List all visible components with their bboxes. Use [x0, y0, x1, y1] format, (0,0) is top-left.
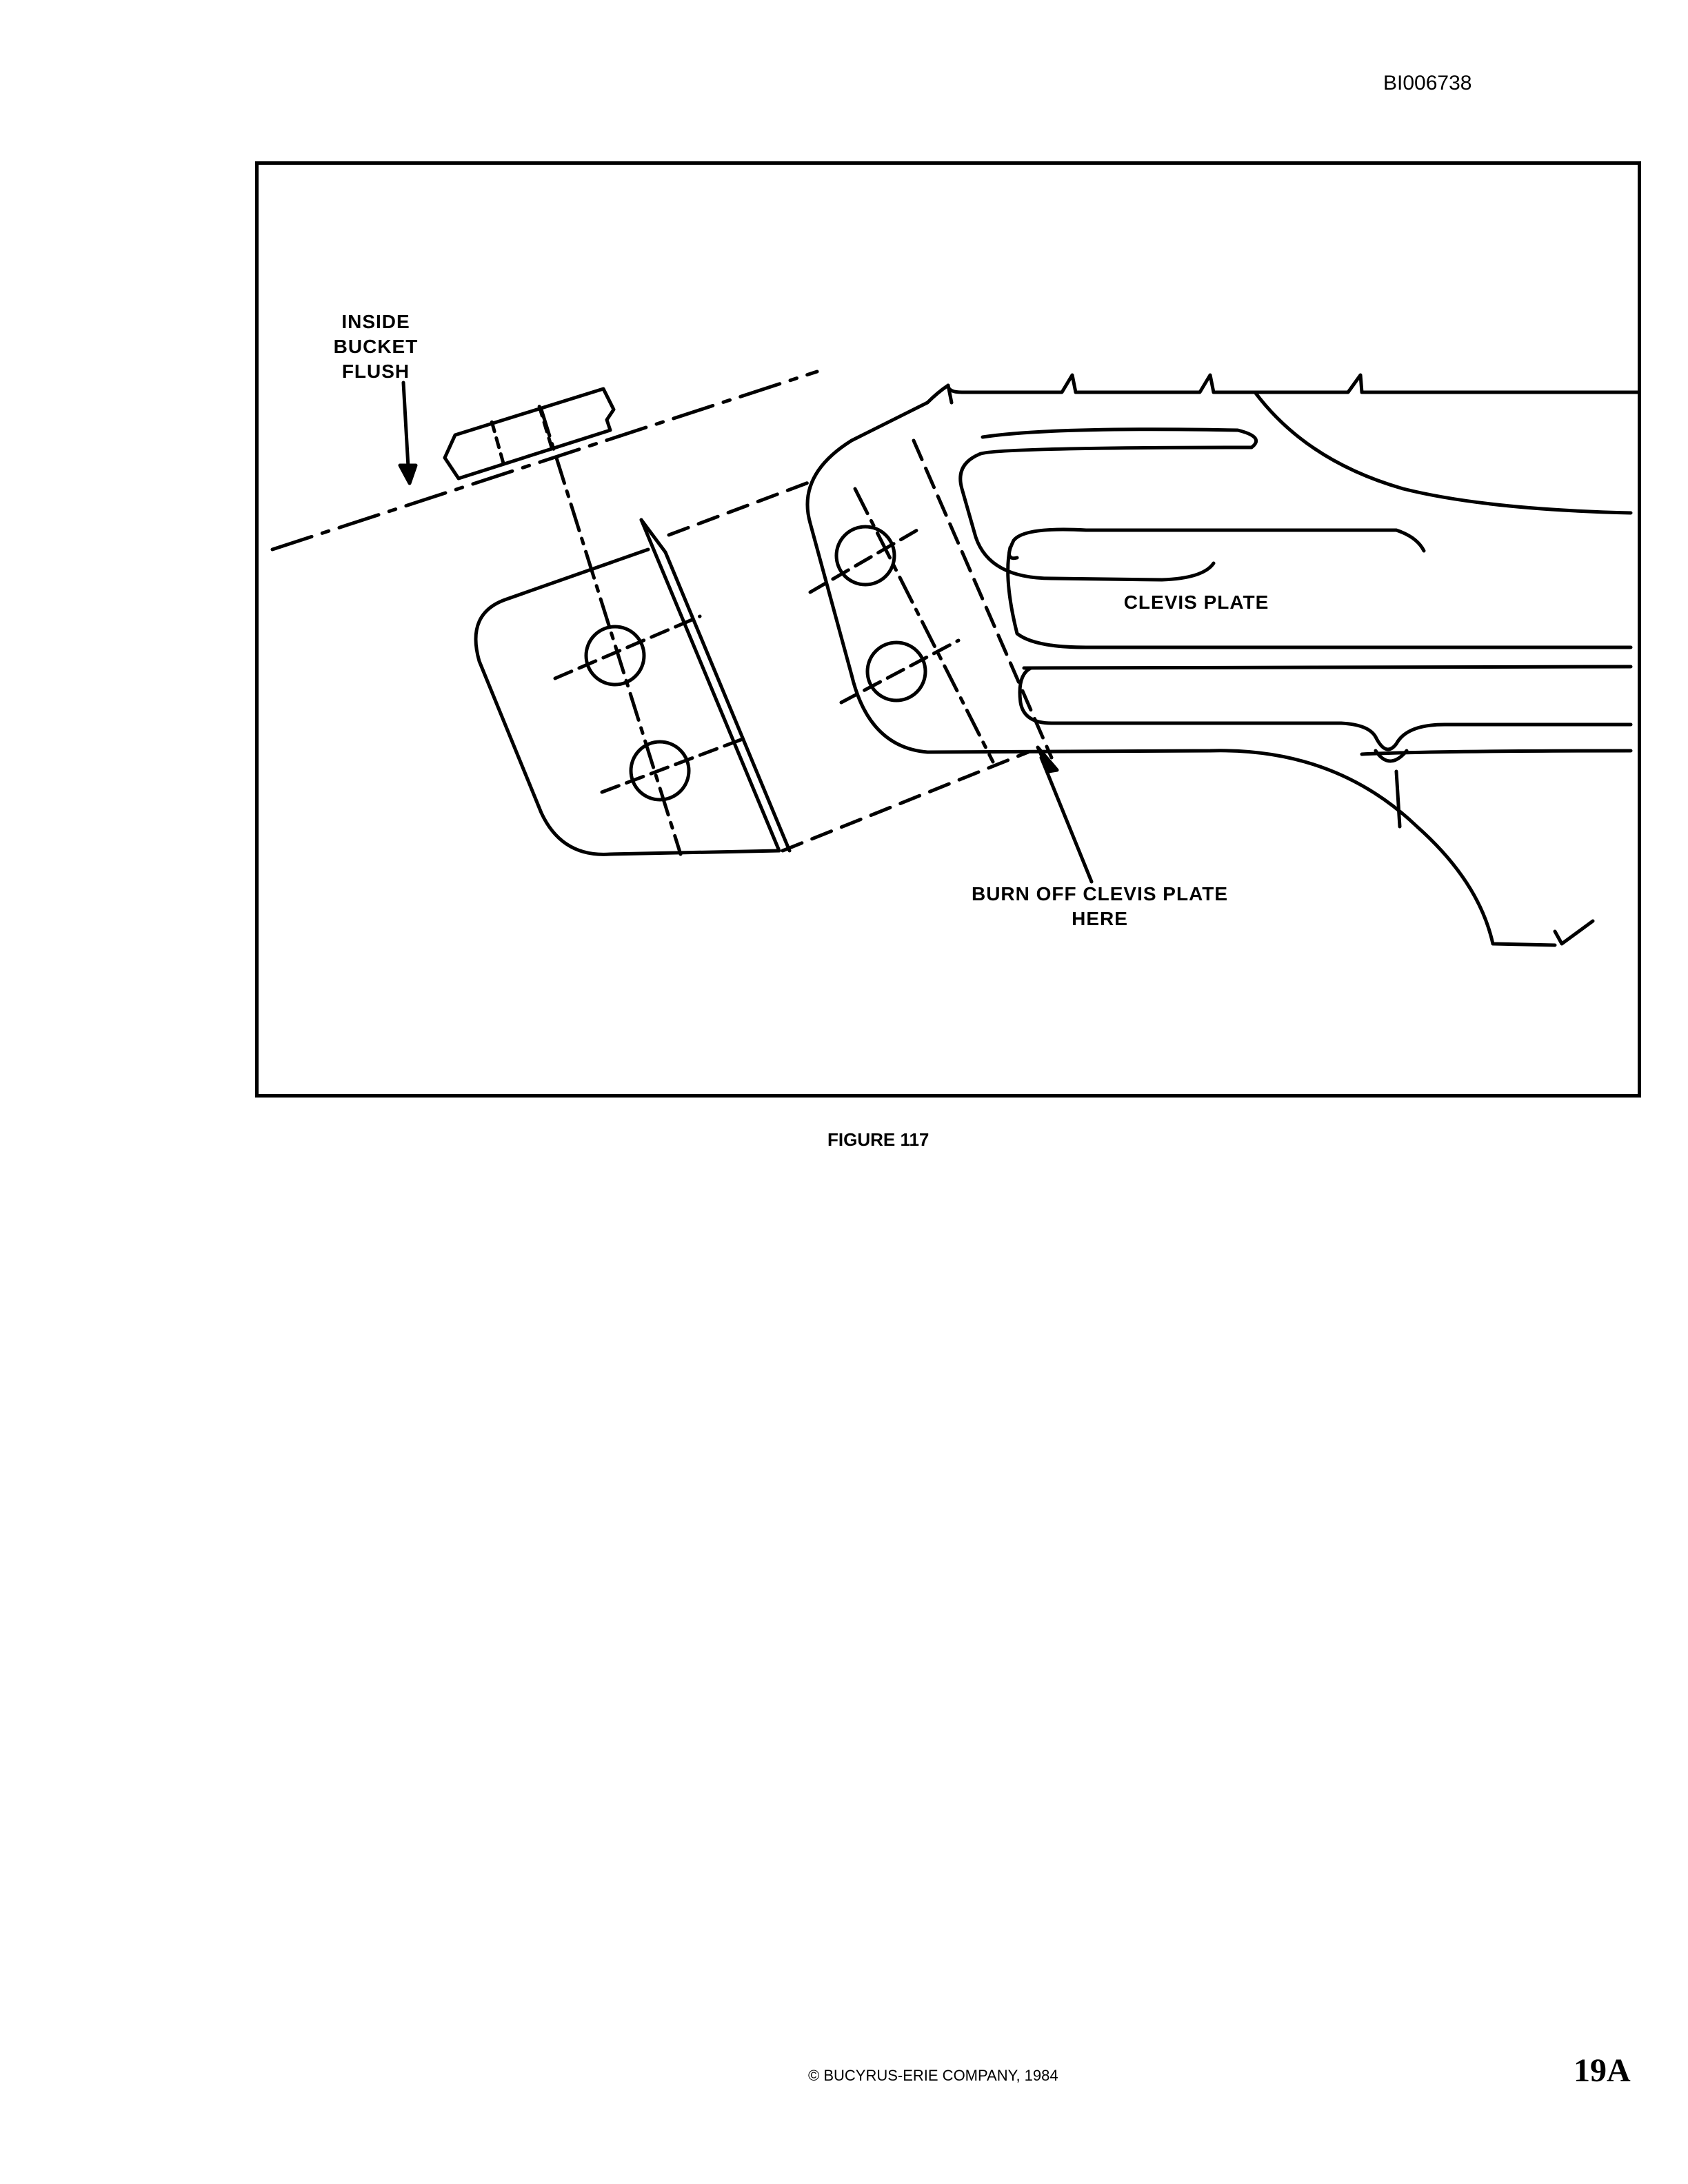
- slot-upper: [958, 427, 1258, 582]
- slot-lower: [1018, 666, 1633, 751]
- rib-1: [1253, 390, 1633, 515]
- figure-frame: INSIDE BUCKET FLUSH CLEVIS PLATE BURN OF…: [255, 161, 1641, 1098]
- document-id: BI006738: [1383, 72, 1472, 94]
- main-plate-top-edge: [946, 373, 1638, 405]
- inside-bucket-arrow: [401, 381, 411, 481]
- main-clevis-plate: [805, 401, 1557, 947]
- clevis-plate-label: CLEVIS PLATE: [1123, 592, 1269, 613]
- slot-middle: [1007, 527, 1426, 560]
- page-number: 19A: [1574, 2052, 1631, 2089]
- main-plate-hole-1: [834, 525, 896, 587]
- inside-bucket-flush-label: INSIDE BUCKET FLUSH: [307, 310, 445, 384]
- burn-off-arrow: [1039, 756, 1094, 884]
- label-line: BUCKET: [333, 336, 419, 357]
- left-plate-hole-2: [629, 740, 691, 802]
- burn-off-line: [912, 438, 1054, 760]
- burn-off-label: BURN OFF CLEVIS PLATE HERE: [948, 882, 1252, 931]
- left-plate-hole-1: [584, 625, 646, 687]
- left-clevis-plate: [474, 518, 781, 856]
- figure-caption: FIGURE 117: [827, 1129, 930, 1150]
- flush-block: [443, 387, 616, 481]
- label-line: BURN OFF CLEVIS PLATE: [971, 883, 1229, 904]
- main-plate-centerline: [853, 487, 995, 764]
- label-line: HERE: [1072, 908, 1128, 929]
- label-line: FLUSH: [341, 361, 410, 382]
- clevis-plate-diagram: [270, 370, 1638, 947]
- bucket-flush-centerline: [270, 370, 819, 552]
- copyright-notice: © BUCYRUS-ERIE COMPANY, 1984: [808, 2067, 1058, 2084]
- weld-relief: [1374, 749, 1409, 763]
- label-line: INSIDE: [341, 311, 410, 332]
- main-plate-hole-2: [865, 640, 927, 702]
